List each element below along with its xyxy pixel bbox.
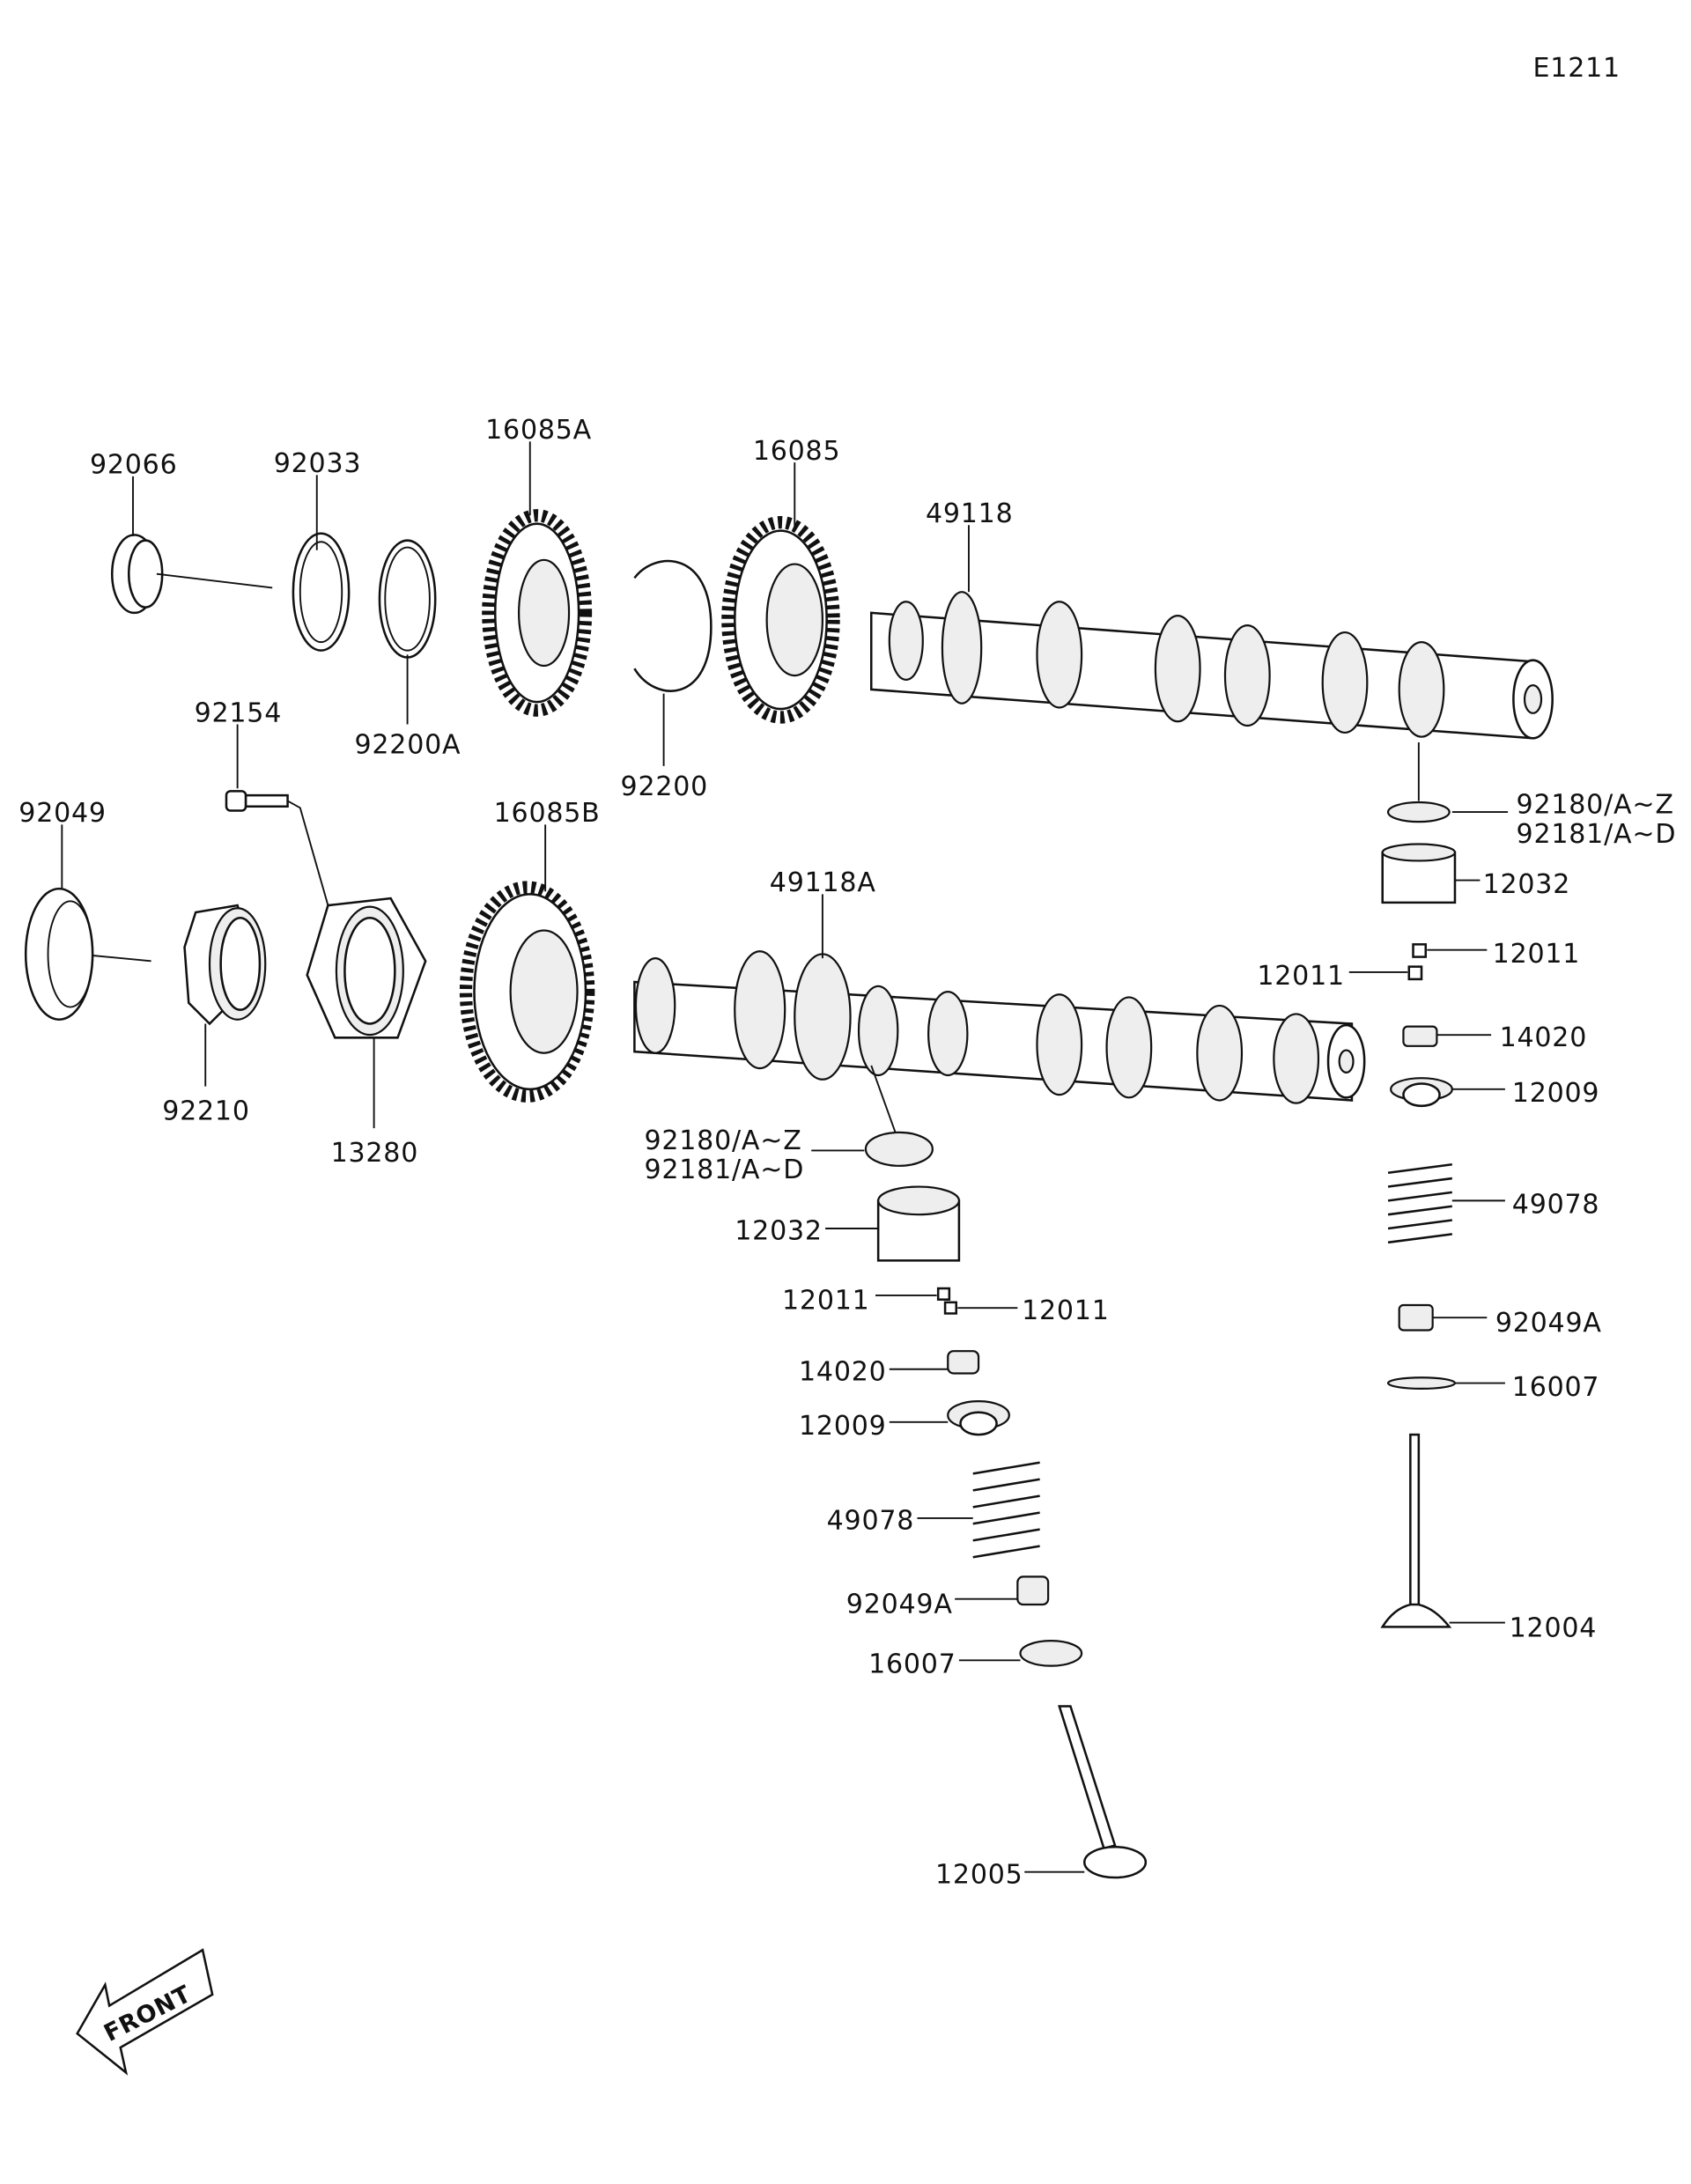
part-49078-spring-right[interactable] xyxy=(1387,1162,1452,1244)
part-12004-valve-right[interactable] xyxy=(1380,1433,1452,1628)
label-12009-left[interactable]: 12009 xyxy=(799,1411,887,1442)
label-14020-left[interactable]: 14020 xyxy=(799,1356,887,1387)
part-92049A-seal-right[interactable] xyxy=(1398,1303,1434,1332)
part-49118A-camshaft[interactable] xyxy=(633,950,1366,1104)
label-12011-left-a[interactable]: 12011 xyxy=(782,1286,870,1317)
part-12011-keeper-right-b[interactable] xyxy=(1407,965,1423,981)
part-92049A-seal-left[interactable] xyxy=(1016,1575,1050,1606)
label-92066[interactable]: 92066 xyxy=(90,450,178,481)
front-arrow-icon: FRONT xyxy=(76,1948,214,2076)
label-16085[interactable]: 16085 xyxy=(753,436,841,467)
part-92210-nut[interactable] xyxy=(183,904,267,1026)
label-12032-right[interactable]: 12032 xyxy=(1483,869,1571,900)
label-12011-right-b[interactable]: 12011 xyxy=(1257,961,1345,992)
label-12009-right[interactable]: 12009 xyxy=(1512,1078,1600,1109)
label-92200A[interactable]: 92200A xyxy=(354,730,461,761)
part-92180-shim-right[interactable] xyxy=(1386,801,1451,823)
label-92154[interactable]: 92154 xyxy=(195,697,283,728)
part-12011-keeper-left-a[interactable] xyxy=(936,1287,951,1301)
part-16007-seat-right[interactable] xyxy=(1386,1376,1457,1390)
part-13280-holder[interactable] xyxy=(306,896,427,1039)
label-12011-right-a[interactable]: 12011 xyxy=(1493,939,1581,970)
label-16007-left[interactable]: 16007 xyxy=(868,1649,956,1680)
label-92049A-right[interactable]: 92049A xyxy=(1495,1308,1602,1339)
label-92049[interactable]: 92049 xyxy=(18,798,107,829)
part-92154-bolt[interactable] xyxy=(225,790,289,812)
part-92180-shim-left[interactable] xyxy=(864,1131,934,1167)
part-92066-oil-seal[interactable] xyxy=(111,534,164,615)
part-12009-retainer-right[interactable] xyxy=(1390,1077,1453,1108)
part-14020-seat-right[interactable] xyxy=(1402,1025,1438,1047)
label-14020-right[interactable]: 14020 xyxy=(1500,1022,1588,1053)
part-16085A-gear[interactable] xyxy=(482,509,593,717)
part-12005-valve-left[interactable] xyxy=(1058,1705,1148,1879)
part-14020-seat-left[interactable] xyxy=(947,1350,980,1375)
part-12032-tappet-left[interactable] xyxy=(876,1185,961,1262)
part-12032-tappet-right[interactable] xyxy=(1381,843,1457,904)
label-92181-right[interactable]: 92181/A~D xyxy=(1517,819,1677,850)
label-92049A-left[interactable]: 92049A xyxy=(846,1590,953,1620)
part-49078-spring-left[interactable] xyxy=(972,1461,1040,1559)
label-49078-right[interactable]: 49078 xyxy=(1512,1190,1600,1221)
part-92049-oil-seal[interactable] xyxy=(24,887,94,1022)
part-12011-keeper-left-b[interactable] xyxy=(943,1301,958,1315)
label-49118A[interactable]: 49118A xyxy=(770,867,876,898)
label-92200[interactable]: 92200 xyxy=(621,771,709,802)
label-12004[interactable]: 12004 xyxy=(1510,1612,1598,1643)
part-12011-keeper-right-a[interactable] xyxy=(1412,943,1428,958)
part-16085-gear[interactable] xyxy=(721,515,840,724)
part-labels: 92066 92033 16085A 16085 49118 92154 922… xyxy=(18,415,1677,1890)
label-92033[interactable]: 92033 xyxy=(274,448,362,479)
label-92180-right[interactable]: 92180/A~Z xyxy=(1517,790,1674,821)
label-92210[interactable]: 92210 xyxy=(162,1096,250,1127)
part-92200A-shim[interactable] xyxy=(378,539,437,659)
diagram-code: E1211 xyxy=(1533,53,1621,84)
label-92180-left[interactable]: 92180/A~Z xyxy=(644,1125,801,1156)
label-13280[interactable]: 13280 xyxy=(331,1138,419,1169)
label-16085B[interactable]: 16085B xyxy=(494,798,601,829)
part-92033-circlip[interactable] xyxy=(292,532,351,652)
label-12032-left[interactable]: 12032 xyxy=(735,1216,823,1247)
label-16007-right[interactable]: 16007 xyxy=(1512,1372,1600,1403)
label-49078-left[interactable]: 49078 xyxy=(827,1506,915,1537)
label-12005[interactable]: 12005 xyxy=(935,1859,1023,1890)
part-49118-camshaft[interactable] xyxy=(869,591,1554,740)
part-12009-retainer-left[interactable] xyxy=(947,1400,1010,1436)
label-16085A[interactable]: 16085A xyxy=(485,415,592,446)
label-49118[interactable]: 49118 xyxy=(926,498,1014,529)
label-92181-left[interactable]: 92181/A~D xyxy=(644,1155,804,1185)
part-92200-ring[interactable] xyxy=(633,559,713,692)
part-16007-seat-left[interactable] xyxy=(1019,1640,1083,1667)
label-12011-left-b[interactable]: 12011 xyxy=(1022,1295,1110,1326)
part-16085B-gear[interactable] xyxy=(459,881,595,1103)
